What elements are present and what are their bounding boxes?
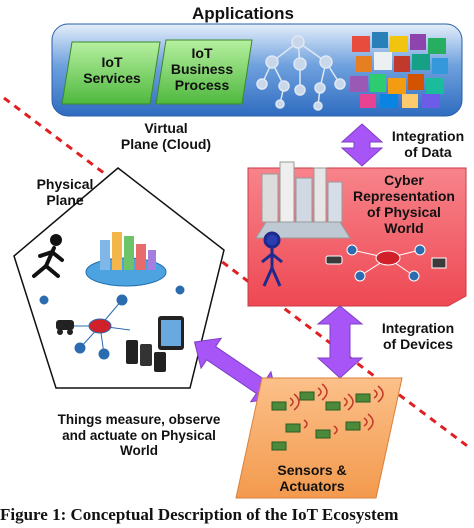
physical-plane-label: Physical Plane [36,176,94,209]
integration-data-arrow [340,123,384,167]
integration-data-label: Integration of Data [391,128,465,161]
iot-services-label: IoT Services [83,54,141,87]
things-label: Things measure, observe and actuate on P… [57,412,221,459]
app-icons-cluster [350,32,448,108]
network-icons [325,244,447,282]
figure-caption: Figure 1: Conceptual Description of the … [0,505,399,524]
physical-plane-pentagon [13,167,225,389]
city-buildings-icon [255,161,351,239]
smart-city-platform-icon [85,232,167,287]
cyber-representation-box [247,161,467,307]
runner-icon [32,234,64,278]
hierarchy-tree-icon [256,35,346,111]
applications-panel [51,23,463,117]
tablet-icon [158,316,184,350]
signal-waves-icon [289,383,384,435]
virtual-plane-label: Virtual Plane (Cloud) [120,120,212,153]
iot-services-card [61,41,161,105]
sensors-actuators-label: Sensors & Actuators [277,462,347,495]
device-network-icons [39,285,185,360]
iot-business-process-label: IoT Business Process [170,45,234,94]
cyber-representation-label: Cyber Representation of Physical World [353,172,455,237]
phones-icon [126,340,166,372]
sensor-chips-icon [271,391,371,451]
applications-title: Applications [191,4,294,23]
iot-business-process-card [155,39,253,105]
integration-devices-arrow [316,305,364,379]
sensors-actuators-box [235,377,403,499]
person-icon [261,231,283,287]
car-icon [56,320,74,335]
integration-devices-label: Integration of Devices [381,320,455,353]
